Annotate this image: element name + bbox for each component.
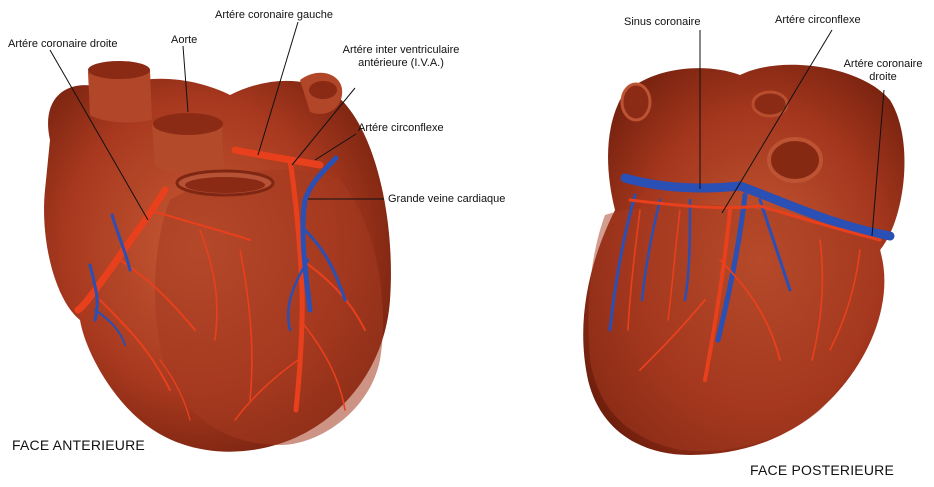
posterior-opening-2 — [769, 139, 821, 181]
anterior-heart — [44, 61, 391, 452]
aorta-opening — [153, 113, 223, 135]
pulmonary-vein-opening — [309, 81, 337, 99]
posterior-heart — [583, 65, 904, 455]
anterior-left-ventricle — [155, 170, 383, 445]
pulmonary-opening-inner — [185, 177, 265, 193]
label-right-coronary-artery: Artére coronaire droite — [8, 38, 117, 51]
caption-anterior: FACE ANTERIEURE — [12, 437, 145, 453]
label-rcd-p-line2: droite — [835, 71, 931, 84]
label-iva-line1: Artére inter ventriculaire — [340, 44, 462, 57]
aorta-arch-opening — [88, 61, 150, 79]
label-aorta: Aorte — [171, 34, 197, 47]
label-left-coronary-artery: Artére coronaire gauche — [215, 9, 333, 22]
label-right-coronary-posterior: Artére coronaire droite — [835, 58, 931, 84]
label-great-cardiac-vein: Grande veine cardiaque — [388, 193, 505, 206]
label-iva: Artére inter ventriculaire antérieure (I… — [340, 44, 462, 70]
caption-posterior: FACE POSTERIEURE — [750, 462, 894, 478]
label-circumflex-anterior: Artére circonflexe — [358, 122, 444, 135]
posterior-ventricles — [588, 204, 880, 451]
posterior-opening-3 — [622, 84, 650, 120]
label-rcd-p-line1: Artére coronaire — [835, 58, 931, 71]
label-coronary-sinus: Sinus coronaire — [624, 16, 700, 29]
label-iva-line2: antérieure (I.V.A.) — [340, 57, 462, 70]
label-circumflex-posterior: Artére circonflexe — [775, 14, 861, 27]
